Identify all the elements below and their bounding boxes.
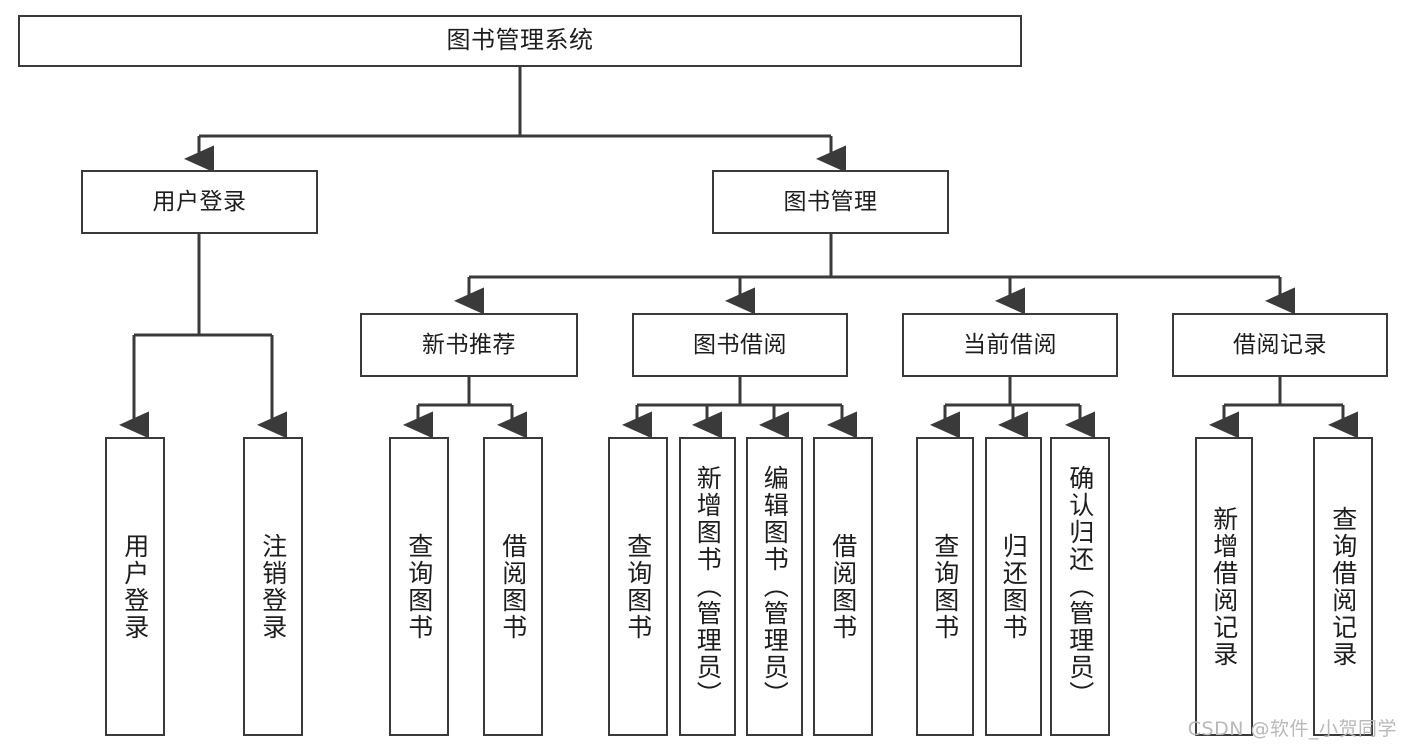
node-leaf-edit-book-label: 编辑图书（管理员） [760,465,790,708]
node-user-login[interactable]: 用户登录 [81,170,318,234]
node-book-borrow[interactable]: 图书借阅 [632,313,848,377]
node-borrow-record-label: 借阅记录 [1233,331,1327,358]
node-leaf-confirm-return-label: 确认归还（管理员） [1065,465,1095,708]
node-root-label: 图书管理系统 [446,26,594,55]
node-leaf-query-book-1-label: 查询图书 [404,532,434,641]
node-new-book-recommend[interactable]: 新书推荐 [360,313,578,377]
node-borrow-record[interactable]: 借阅记录 [1172,313,1388,377]
node-root[interactable]: 图书管理系统 [18,15,1022,67]
node-leaf-user-login-label: 用户登录 [120,532,150,641]
node-user-login-label: 用户登录 [152,188,247,215]
node-leaf-user-login[interactable]: 用户登录 [105,437,165,736]
node-leaf-return-book-label: 归还图书 [999,532,1029,641]
node-leaf-logout-login[interactable]: 注销登录 [243,437,303,736]
node-leaf-borrow-book-1-label: 借阅图书 [498,532,528,641]
node-leaf-query-book-2[interactable]: 查询图书 [608,437,668,736]
node-new-book-recommend-label: 新书推荐 [422,331,516,358]
node-leaf-add-record-label: 新增借阅记录 [1209,505,1239,668]
node-book-borrow-label: 图书借阅 [693,331,787,358]
node-leaf-query-book-3[interactable]: 查询图书 [916,437,974,736]
node-leaf-borrow-book-2-label: 借阅图书 [828,532,858,641]
node-current-borrow-label: 当前借阅 [963,331,1057,358]
node-leaf-add-book-label: 新增图书（管理员） [693,465,723,708]
node-leaf-borrow-book-2[interactable]: 借阅图书 [813,437,873,736]
watermark-text: CSDN @软件_小贺同学 [1187,718,1397,740]
node-book-management[interactable]: 图书管理 [712,170,949,234]
node-leaf-query-record[interactable]: 查询借阅记录 [1313,437,1373,736]
node-leaf-query-book-2-label: 查询图书 [623,532,653,641]
node-book-management-label: 图书管理 [783,188,878,215]
node-leaf-query-record-label: 查询借阅记录 [1328,505,1358,668]
node-current-borrow[interactable]: 当前借阅 [902,313,1118,377]
node-leaf-borrow-book-1[interactable]: 借阅图书 [483,437,543,736]
node-leaf-edit-book[interactable]: 编辑图书（管理员） [746,437,803,736]
node-leaf-query-book-3-label: 查询图书 [930,532,960,641]
node-leaf-query-book-1[interactable]: 查询图书 [389,437,449,736]
node-leaf-confirm-return[interactable]: 确认归还（管理员） [1050,437,1110,736]
node-leaf-add-record[interactable]: 新增借阅记录 [1195,437,1253,736]
node-leaf-add-book[interactable]: 新增图书（管理员） [679,437,736,736]
node-leaf-return-book[interactable]: 归还图书 [985,437,1042,736]
node-leaf-logout-login-label: 注销登录 [258,532,288,641]
